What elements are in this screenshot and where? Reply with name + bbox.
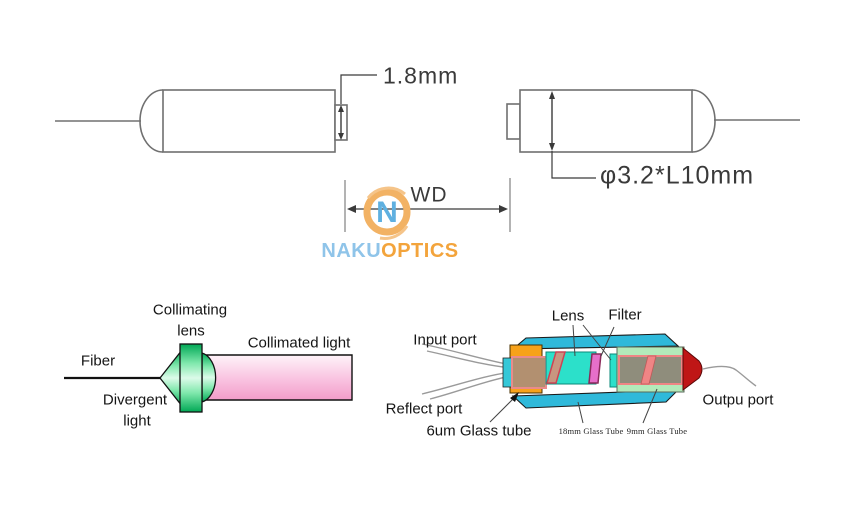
brand-name-primary: NAKU bbox=[321, 240, 382, 262]
glass-tube-9mm-label: 9mm Glass Tube bbox=[626, 425, 688, 436]
brand-logo-swirl2 bbox=[379, 225, 409, 240]
filter-label: Filter bbox=[608, 306, 642, 324]
output-fiber bbox=[702, 365, 757, 387]
left-collimator-drawing bbox=[55, 89, 348, 153]
right-collimator-tip bbox=[506, 103, 521, 140]
lens-leader-2 bbox=[582, 324, 612, 361]
glass-tube-9mm-leader bbox=[642, 388, 658, 424]
collimating-lens-label-line1: Collimating bbox=[152, 301, 228, 319]
collimation-principle-drawing bbox=[64, 343, 353, 413]
collimated-light-label: Collimated light bbox=[247, 334, 351, 352]
glass-tube-6um-arrow bbox=[510, 392, 519, 402]
right-collimator-drawing bbox=[506, 89, 800, 153]
glass-tube-6um-leader bbox=[489, 395, 517, 423]
lens-leader-1 bbox=[572, 324, 576, 357]
collimated-beam bbox=[203, 355, 352, 400]
dual-fiber-ferrule bbox=[511, 356, 547, 389]
brand-logo-ring bbox=[363, 186, 411, 240]
right-collimator-body bbox=[519, 89, 693, 153]
lens-label: Lens bbox=[551, 307, 585, 325]
reflect-port-label: Reflect port bbox=[385, 400, 463, 418]
glass-tube-18mm-label: 18mm Glass Tube bbox=[558, 425, 624, 436]
input-fibers bbox=[421, 343, 512, 400]
leader-lines bbox=[489, 324, 658, 424]
divergent-light-label-line2: light bbox=[123, 412, 151, 430]
brand-wordmark: NAKUOPTICS bbox=[321, 241, 458, 261]
ferrule-cap bbox=[502, 357, 513, 388]
collimating-lens-body bbox=[179, 343, 203, 413]
brand-monogram: N bbox=[376, 196, 398, 229]
left-collimator-dome bbox=[139, 89, 164, 153]
working-distance-label: WD bbox=[410, 183, 448, 207]
filter-leader bbox=[600, 326, 615, 357]
output-cone bbox=[682, 346, 703, 391]
grin-lens-joint bbox=[640, 355, 657, 385]
working-distance-dimension bbox=[344, 178, 511, 232]
glass-tube-6um-label: 6um Glass tube bbox=[426, 422, 532, 440]
brand-name-secondary: OPTICS bbox=[381, 240, 459, 262]
brand-logo-swirl bbox=[366, 186, 406, 199]
fiber-label: Fiber bbox=[80, 352, 116, 370]
collimating-lens-label-line2: lens bbox=[177, 322, 205, 340]
body-size-label: φ3.2*L10mm bbox=[600, 161, 755, 190]
collimated-beam-outline bbox=[203, 354, 353, 401]
right-collimator-dome bbox=[691, 89, 716, 153]
lens-dome bbox=[201, 352, 217, 403]
output-port-label: Outpu port bbox=[702, 391, 774, 409]
collimator-structure-drawing bbox=[421, 324, 757, 424]
body-size-dimension bbox=[549, 91, 596, 179]
tip-diameter-dimension bbox=[338, 74, 377, 140]
glass-tube-18mm-leader bbox=[577, 401, 584, 424]
input-port-label: Input port bbox=[413, 331, 477, 349]
divergent-light-label-line1: Divergent bbox=[102, 391, 168, 409]
tip-diameter-label: 1.8mm bbox=[383, 62, 459, 89]
left-collimator-body bbox=[162, 89, 336, 153]
wdm-filter bbox=[588, 353, 602, 384]
lens-angled-face bbox=[546, 351, 566, 384]
